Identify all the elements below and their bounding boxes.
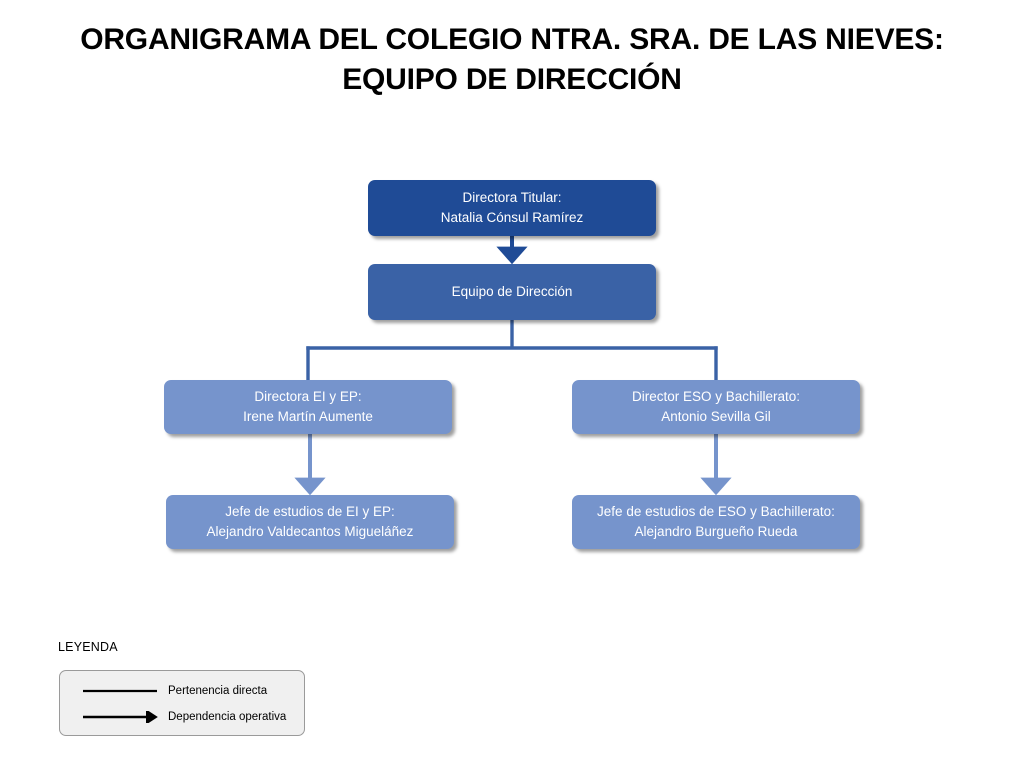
org-node-directora-ei-ep[interactable]: Directora EI y EP: Irene Martín Aumente — [164, 380, 452, 434]
org-node-jefe-estudios-eso-bachillerato[interactable]: Jefe de estudios de ESO y Bachillerato: … — [572, 495, 860, 549]
org-node-director-eso-bachillerato[interactable]: Director ESO y Bachillerato: Antonio Sev… — [572, 380, 860, 434]
legend-box: Pertenencia directa Dependencia operativ… — [59, 670, 305, 736]
legend-line-sample — [83, 689, 157, 693]
legend-arrow-sample — [83, 711, 158, 723]
legend-item-pertenencia-directa: Pertenencia directa — [82, 683, 267, 699]
org-node-directora-titular[interactable]: Directora Titular: Natalia Cónsul Ramíre… — [368, 180, 656, 236]
page-title: ORGANIGRAMA DEL COLEGIO NTRA. SRA. DE LA… — [80, 23, 944, 96]
legend-title: LEYENDA — [58, 640, 118, 654]
legend-label-dependencia-operativa: Dependencia operativa — [168, 711, 287, 723]
org-node-equipo-direccion[interactable]: Equipo de Dirección — [368, 264, 656, 320]
org-node-jefe-estudios-ei-ep[interactable]: Jefe de estudios de EI y EP: Alejandro V… — [166, 495, 454, 549]
legend-item-dependencia-operativa: Dependencia operativa — [82, 709, 286, 725]
legend-label-pertenencia-directa: Pertenencia directa — [168, 685, 268, 697]
